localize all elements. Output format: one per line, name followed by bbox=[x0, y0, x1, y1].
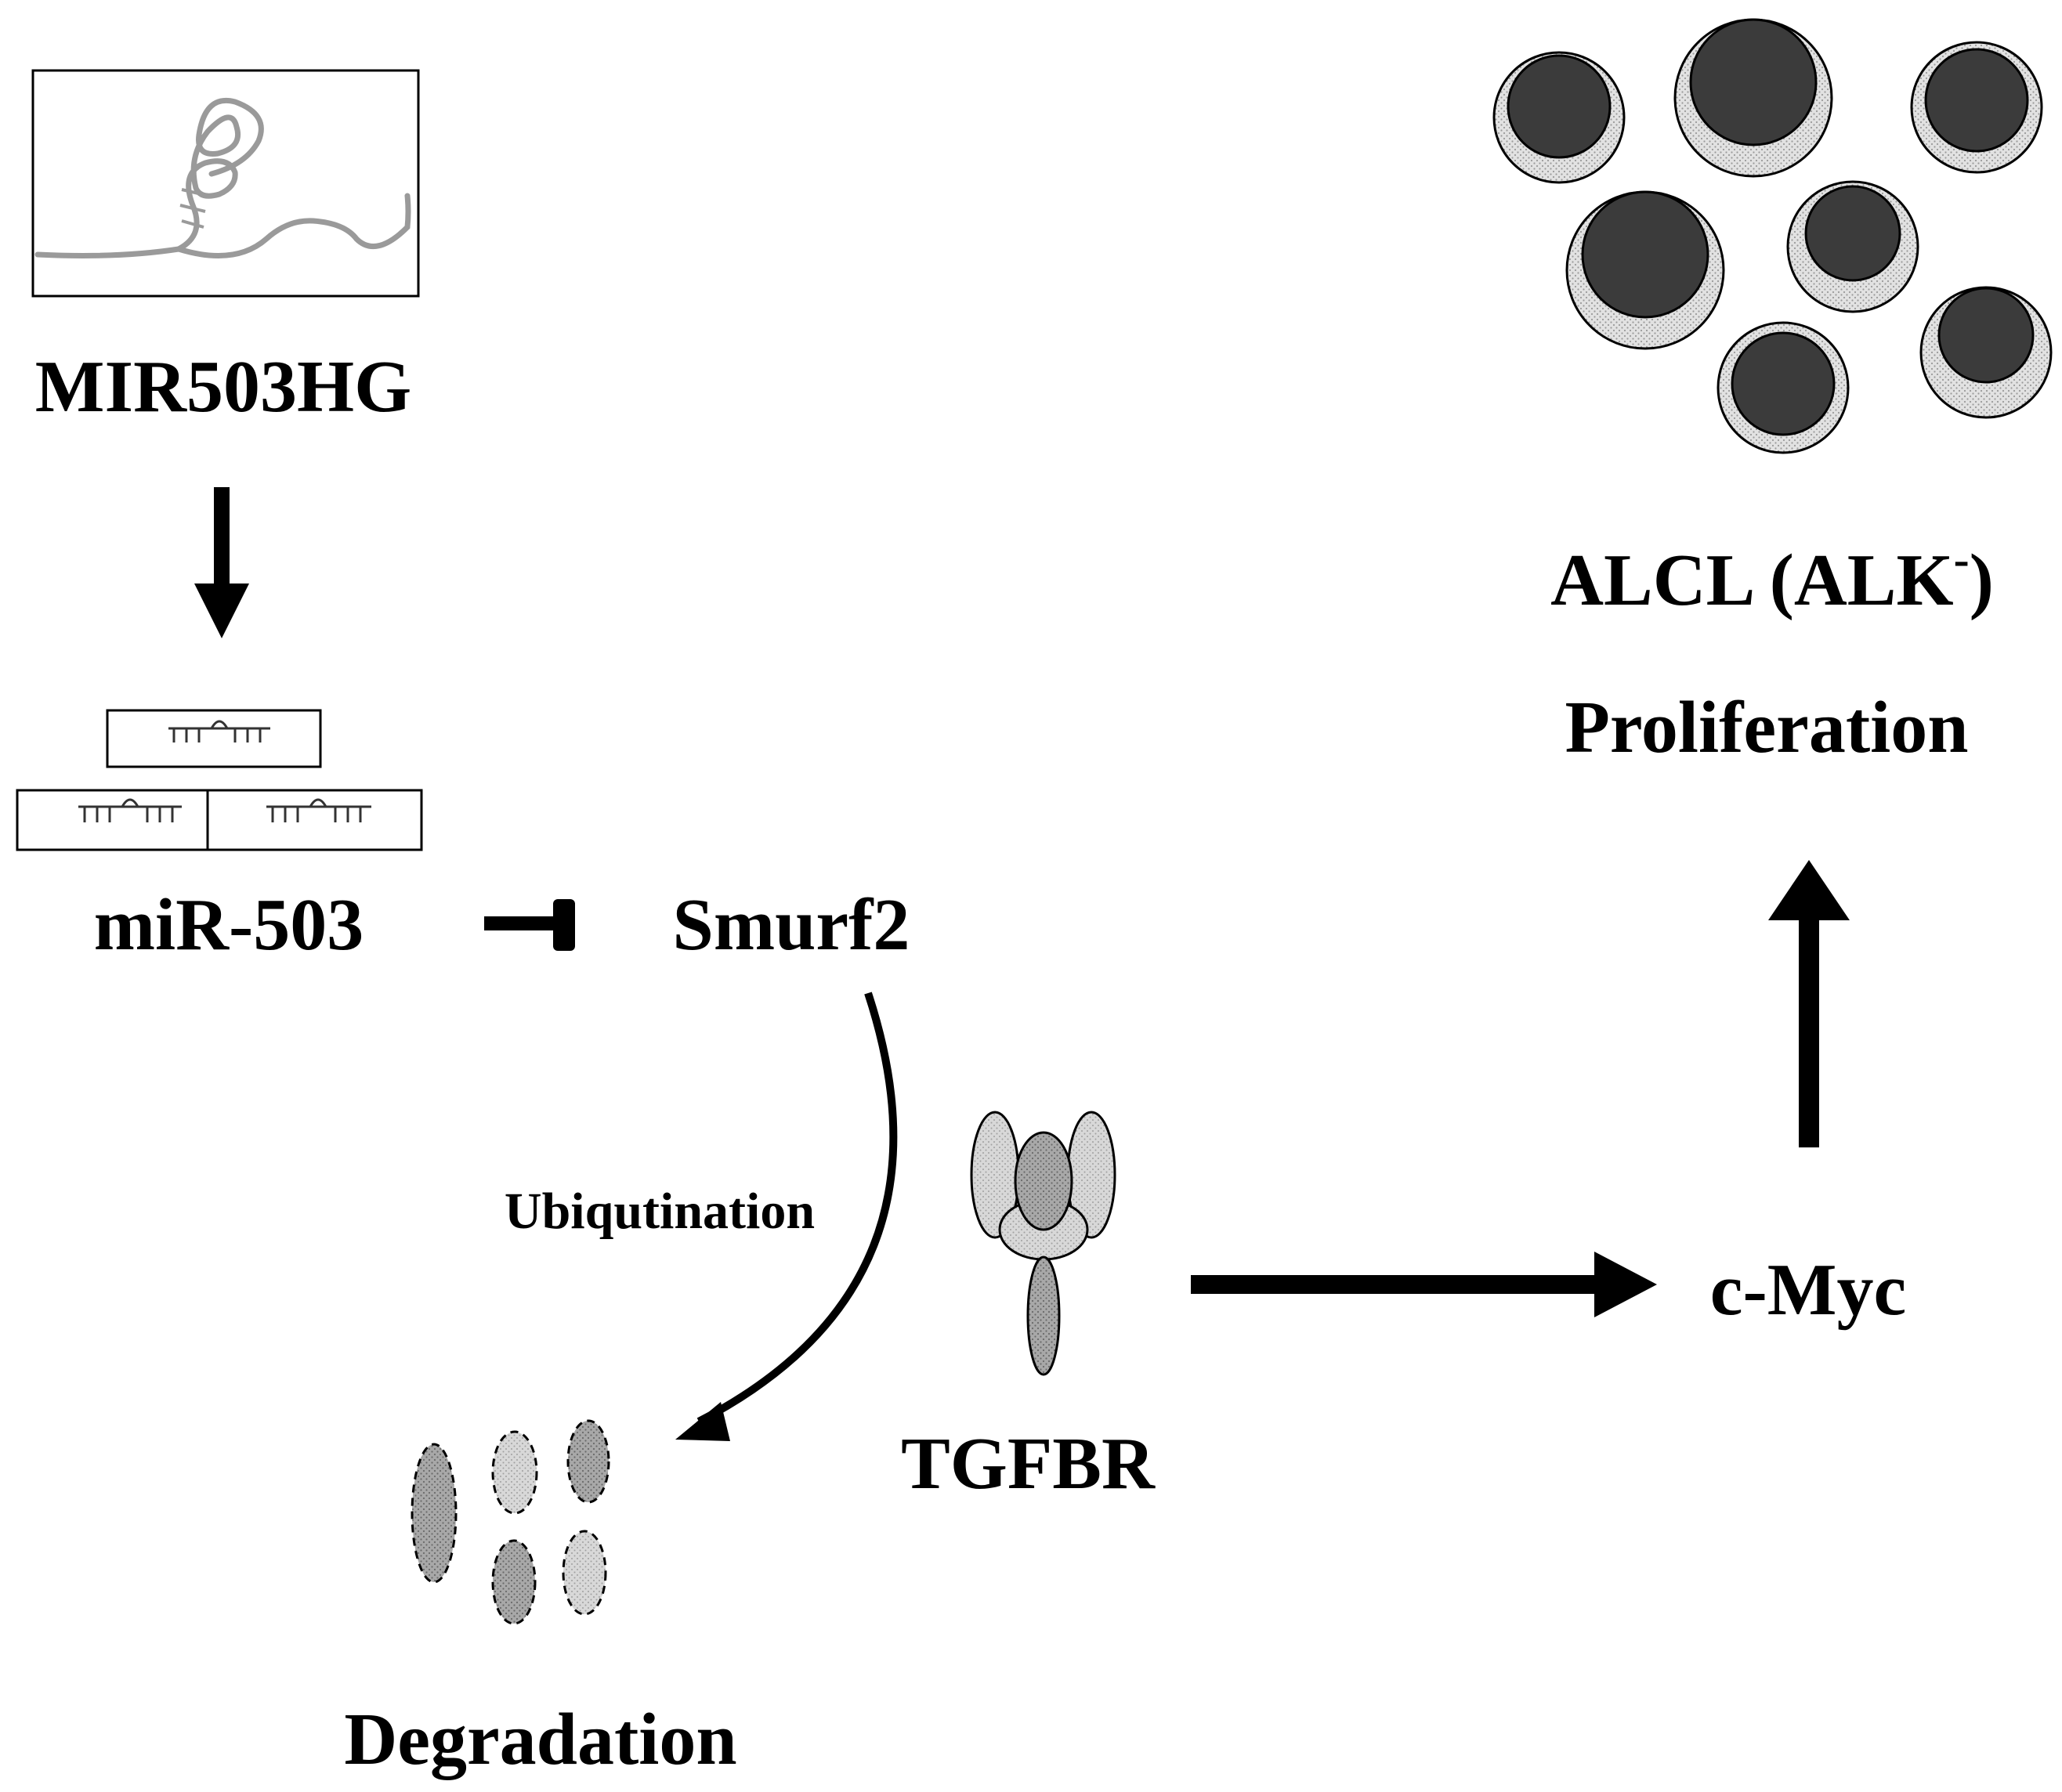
tumor-cells-icon bbox=[1492, 18, 2053, 454]
cell-1 bbox=[1492, 51, 1626, 184]
cell-3 bbox=[1910, 41, 2043, 174]
degradation-label: Degradation bbox=[344, 1699, 736, 1780]
smurf2-label: Smurf2 bbox=[673, 884, 910, 966]
cell-4 bbox=[1565, 190, 1725, 350]
right-arrow-icon bbox=[1191, 1252, 1657, 1317]
mirna-duplex-icon bbox=[16, 709, 423, 851]
down-arrow-icon bbox=[194, 487, 249, 638]
lncrna-label: MIR503HG bbox=[35, 346, 411, 428]
cell-7 bbox=[1717, 321, 1850, 454]
up-arrow-icon bbox=[1768, 860, 1850, 1147]
inhibition-icon bbox=[484, 899, 575, 951]
lncrna-transcript-icon bbox=[31, 69, 420, 298]
tgfbr-label: TGFBR bbox=[901, 1423, 1156, 1505]
proliferation-label: Proliferation bbox=[1565, 687, 1968, 768]
receptor-icon bbox=[970, 1111, 1116, 1376]
cell-5 bbox=[1786, 180, 1919, 313]
cmyc-label: c-Myc bbox=[1710, 1249, 1906, 1331]
cell-6 bbox=[1919, 286, 2053, 419]
mirna-label: miR-503 bbox=[94, 884, 364, 966]
ubiquitination-label: Ubiqutination bbox=[505, 1183, 815, 1240]
ubiquitination-arrow-icon bbox=[675, 992, 898, 1441]
alcl-label: ALCL (ALK-) bbox=[1550, 533, 1994, 621]
cell-2 bbox=[1673, 18, 1833, 178]
degraded-fragments-icon bbox=[411, 1419, 610, 1625]
